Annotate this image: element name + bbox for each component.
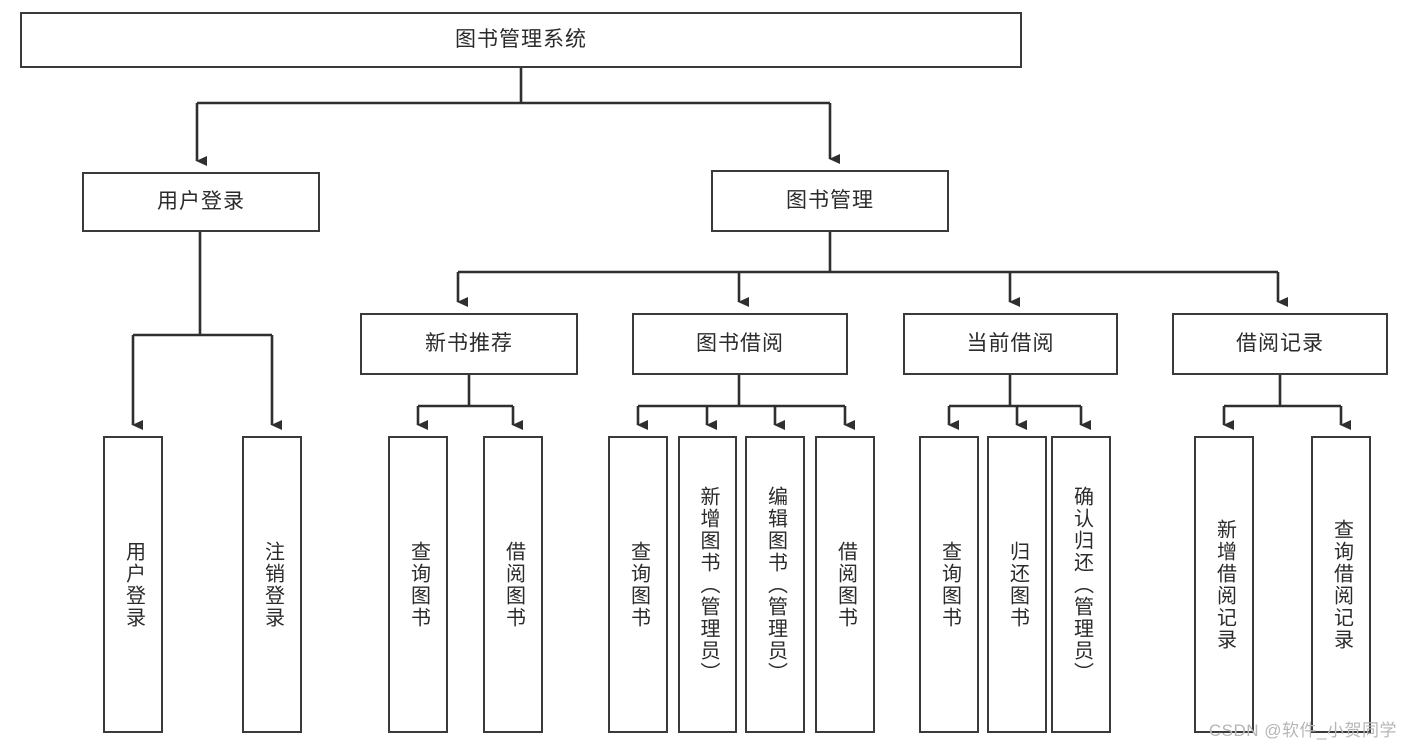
leaf-book-borrow-add-book-admin[interactable]: 新增图书（管理员）	[678, 436, 737, 733]
node-book-management[interactable]: 图书管理	[711, 170, 949, 232]
leaf-current-borrow-return-book[interactable]: 归还图书	[987, 436, 1047, 733]
node-label: 注销登录	[261, 540, 284, 629]
leaf-book-borrow-query-book[interactable]: 查询图书	[608, 436, 668, 733]
node-label: 新增借阅记录	[1213, 518, 1236, 651]
node-label: 编辑图书（管理员）	[764, 485, 787, 684]
watermark-text: CSDN @软件_小贺同学	[1208, 721, 1397, 740]
node-label: 借阅记录	[1236, 332, 1324, 356]
node-label: 借阅图书	[834, 540, 857, 629]
node-current-borrow[interactable]: 当前借阅	[903, 313, 1118, 375]
leaf-current-borrow-confirm-return-admin[interactable]: 确认归还（管理员）	[1051, 436, 1111, 733]
node-label: 新增图书（管理员）	[697, 485, 719, 684]
node-label: 用户登录	[157, 190, 245, 214]
node-book-borrow[interactable]: 图书借阅	[632, 313, 848, 375]
leaf-new-book-borrow-book[interactable]: 借阅图书	[483, 436, 543, 733]
node-label: 查询图书	[627, 540, 650, 629]
node-label: 查询图书	[407, 540, 430, 629]
node-root-book-management-system[interactable]: 图书管理系统	[20, 12, 1022, 68]
node-label: 查询图书	[938, 540, 961, 629]
leaf-current-borrow-query-book[interactable]: 查询图书	[919, 436, 979, 733]
node-new-book-recommend[interactable]: 新书推荐	[360, 313, 578, 375]
leaf-book-borrow-borrow-book[interactable]: 借阅图书	[815, 436, 875, 733]
node-borrow-record[interactable]: 借阅记录	[1172, 313, 1388, 375]
leaf-user-login-login[interactable]: 用户登录	[103, 436, 163, 733]
node-label: 当前借阅	[966, 332, 1055, 356]
node-user-login[interactable]: 用户登录	[82, 172, 320, 232]
leaf-borrow-record-query-record[interactable]: 查询借阅记录	[1311, 436, 1371, 733]
node-label: 图书管理系统	[455, 28, 587, 52]
node-label: 用户登录	[122, 540, 145, 629]
node-label: 新书推荐	[425, 332, 513, 356]
node-label: 归还图书	[1006, 540, 1029, 629]
leaf-borrow-record-add-record[interactable]: 新增借阅记录	[1194, 436, 1254, 733]
node-label: 查询借阅记录	[1330, 518, 1353, 651]
node-label: 确认归还（管理员）	[1070, 485, 1093, 684]
leaf-user-login-logout[interactable]: 注销登录	[242, 436, 302, 733]
node-label: 借阅图书	[502, 540, 525, 629]
node-label: 图书借阅	[696, 332, 784, 356]
leaf-new-book-query-book[interactable]: 查询图书	[388, 436, 448, 733]
leaf-book-borrow-edit-book-admin[interactable]: 编辑图书（管理员）	[745, 436, 805, 733]
node-label: 图书管理	[786, 189, 874, 213]
